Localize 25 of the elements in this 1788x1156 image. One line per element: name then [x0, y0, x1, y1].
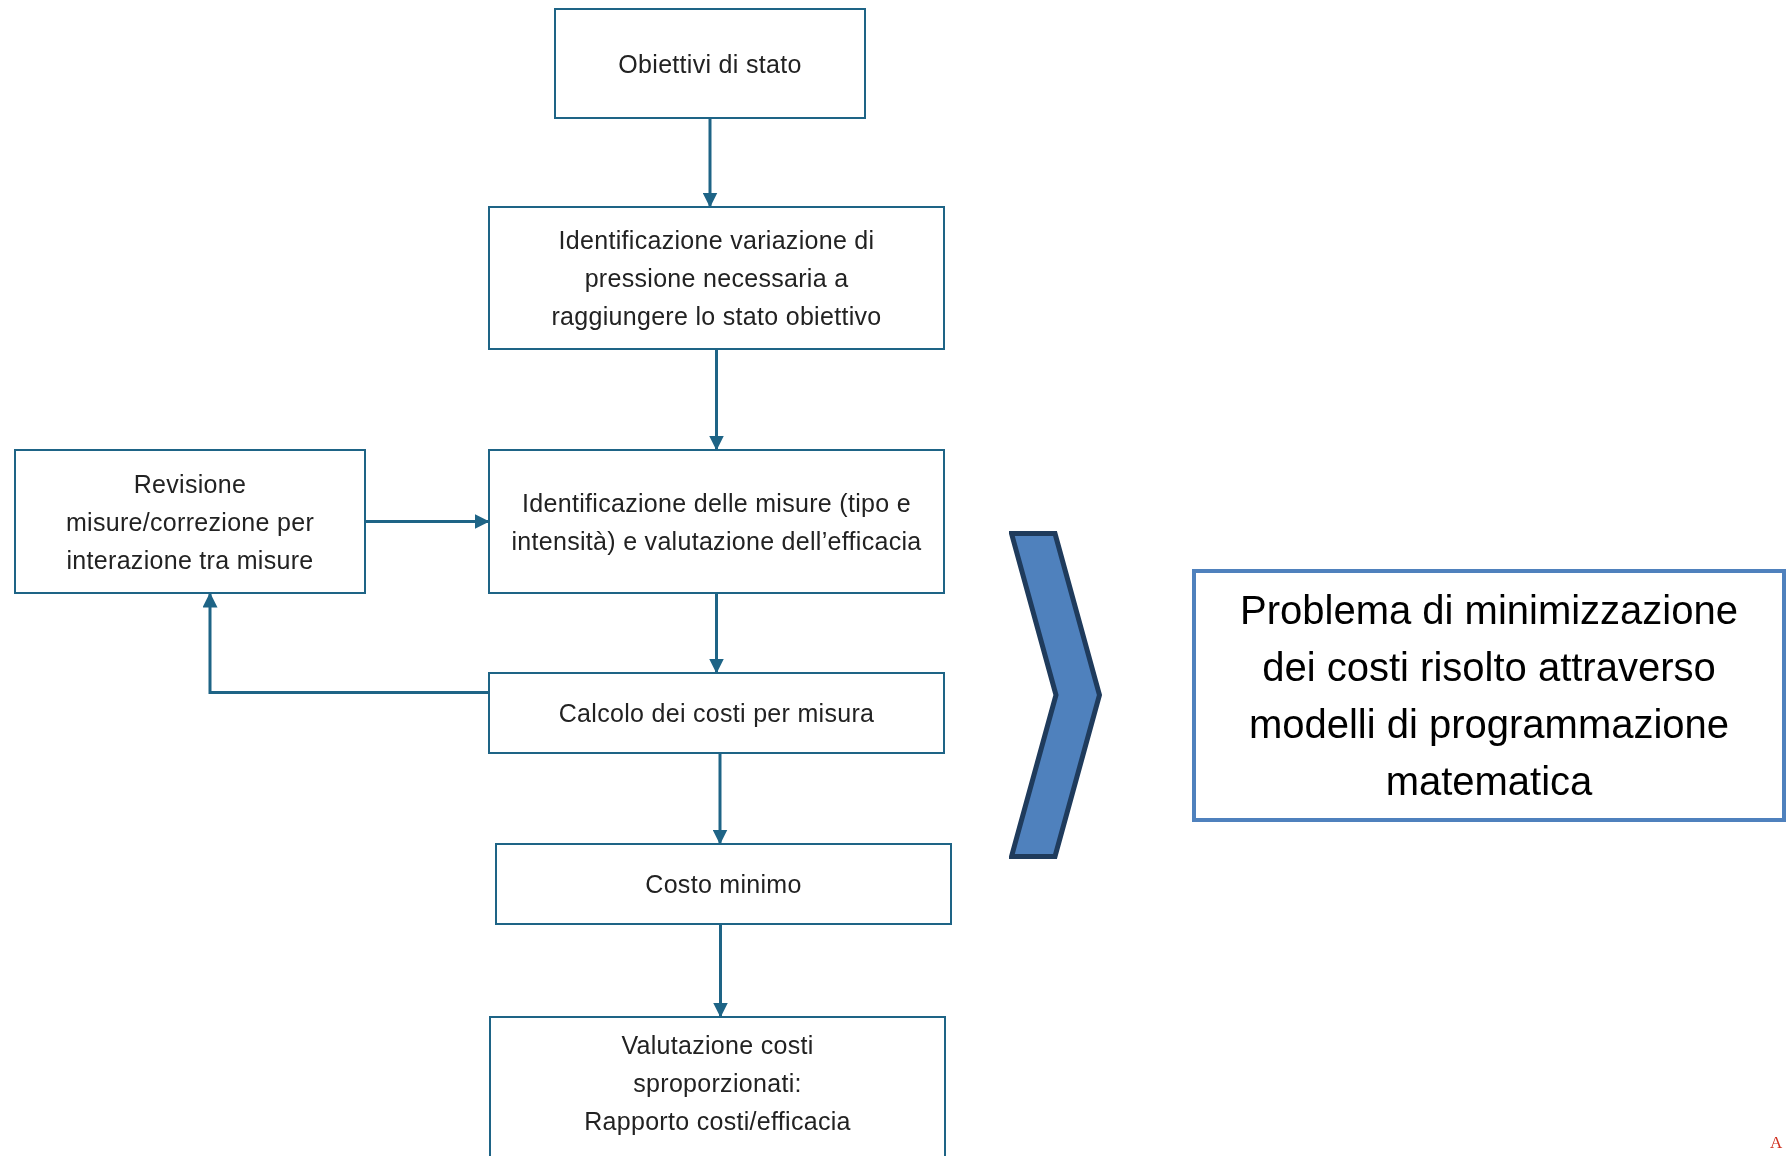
process-box — [14, 449, 366, 594]
chevron-arrow — [1009, 531, 1102, 859]
arrow — [713, 925, 728, 1018]
arrow — [202, 592, 488, 694]
arrow — [709, 594, 724, 674]
arrow — [709, 350, 724, 451]
box-text: Calcolo dei costi per misura — [558, 698, 875, 729]
process-box — [489, 1016, 946, 1156]
process-box — [495, 843, 952, 925]
process-box — [488, 672, 945, 754]
corner-mark: A — [1770, 1133, 1783, 1153]
arrow — [366, 514, 490, 529]
box-text: Obiettivi di stato — [618, 48, 802, 80]
box-text: Problema di minimizzazione dei costi risolto attraverso modelli di programmazione matematica — [1239, 586, 1739, 805]
arrow — [702, 119, 718, 208]
summary-box — [1192, 569, 1786, 822]
box-text: Identificazione variazione di pressione necessaria a raggiungere lo stato obiettivo — [550, 225, 883, 332]
box-text: Valutazione costi sproporzionati: Rapporto costi/efficacia — [583, 1030, 852, 1137]
box-text: Identificazione delle misure (tipo e intensità) e valutazione dell’efficacia — [510, 487, 923, 557]
process-box — [554, 8, 866, 119]
box-text: Revisione misure/correzione per interazione tra misure — [64, 468, 316, 576]
box-text: Costo minimo — [645, 869, 802, 900]
process-box — [488, 206, 945, 350]
process-box — [488, 449, 945, 594]
arrow — [712, 754, 728, 845]
